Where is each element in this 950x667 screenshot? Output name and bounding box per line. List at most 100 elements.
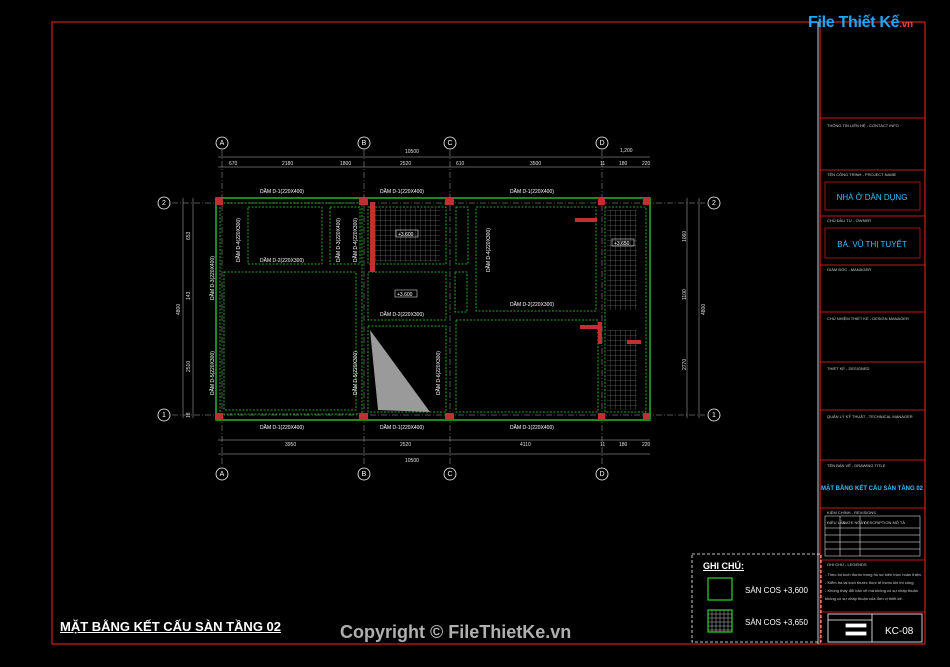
sheet-number: KC-08 <box>885 626 914 637</box>
grid-label-a-top: A <box>220 140 225 147</box>
grid-label-d-bottom: D <box>599 471 604 478</box>
tb-rev-col-2: DATE NGÀY <box>843 520 866 525</box>
beam-label-bot-2: DẦM D-1(220X400) <box>380 424 424 431</box>
tb-note-2: - Kiểm tra lại kích thước thực tế trước … <box>825 580 915 585</box>
beam-label-v3: DẦM D-5(220X300) <box>209 351 216 395</box>
title-block <box>820 117 925 613</box>
tb-label-designer: THIẾT KẾ - DESIGNED <box>827 366 869 371</box>
dim-top-9: 1,200 <box>620 148 633 154</box>
legend-swatch-plain <box>707 577 733 601</box>
tb-note-4: không có sự chấp thuận của đơn vị thiết … <box>825 596 903 601</box>
dim-left-1: 143 <box>186 291 192 300</box>
legend-swatch-hatched <box>707 609 733 633</box>
dim-right-2: 2770 <box>682 359 688 370</box>
tb-label-owner: CHỦ ĐẦU TƯ - OWNER <box>827 218 871 223</box>
dim-top-3: 2520 <box>400 161 411 167</box>
dim-right-0: 1060 <box>682 231 688 242</box>
hatched-slab-2 <box>607 210 637 310</box>
site-logo: File Thiết Kế.vn <box>808 14 913 32</box>
grid-label-1-left: 1 <box>162 412 166 419</box>
beam-label-top-1: DẦM D-1(220X400) <box>260 188 304 195</box>
copyright-watermark: Copyright © FileThietKe.vn <box>340 622 572 642</box>
tb-rev-col-1: ĐIỀU LẦN <box>827 520 846 525</box>
beam-label-mid-1: DẦM D-2(220X300) <box>260 257 304 264</box>
beam-label-v1: DẦM D-3(220X400) <box>209 256 216 300</box>
stair-opening <box>370 330 430 412</box>
grid-label-b-top: B <box>362 140 367 147</box>
logo-brand: File Thiết Kế <box>808 14 900 31</box>
dim-bottom-0: 3950 <box>285 442 296 448</box>
level-tag-2: +3.600 <box>397 292 413 298</box>
legend-item-plain: SÀN COS +3,600 <box>745 586 808 595</box>
beam-label-v4: DẦM D-3(220X400) <box>335 218 342 262</box>
dimension-lines <box>182 156 700 455</box>
tb-label-manager: GIÁM ĐỐC - MANAGER <box>827 267 871 272</box>
dim-left-4: 18 <box>186 412 192 418</box>
dim-bottom-1: 2520 <box>400 442 411 448</box>
dim-top-6: 11 <box>600 161 605 167</box>
dim-top-1: 2180 <box>282 161 293 167</box>
title-block-frame <box>819 21 926 645</box>
grid-label-d-top: D <box>599 140 604 147</box>
dim-top-8: 220 <box>642 161 651 167</box>
grid-label-c-bottom: C <box>447 471 452 478</box>
logo-suffix: .vn <box>899 19 913 30</box>
columns <box>216 198 650 420</box>
beam-label-v2: DẦM D-4(220X300) <box>235 218 242 262</box>
dim-bottom-5: 220 <box>642 442 651 448</box>
beam-label-bot-1: DẦM D-1(220X400) <box>260 424 304 431</box>
tb-label-design-manager: CHỦ NHIỆM THIẾT KẾ - DESIGN MANAGER <box>827 316 909 321</box>
grid-label-c-top: C <box>447 140 452 147</box>
beam-label-v5: DẦM D-4(220X300) <box>352 218 359 262</box>
grid-label-1-right: 1 <box>712 412 716 419</box>
beam-label-v8: DẦM D-4(220X300) <box>485 228 492 272</box>
grid-label-2-right: 2 <box>712 200 716 207</box>
plan-title: MẶT BẰNG KẾT CẤU SÀN TẦNG 02 <box>60 619 282 634</box>
dim-bottom-4: 180 <box>619 442 628 448</box>
revision-table <box>824 515 921 557</box>
slab-outline <box>215 197 651 421</box>
beam-label-top-3: DẦM D-1(220X400) <box>510 188 554 195</box>
dim-right-1: 1100 <box>682 289 688 300</box>
slab-panels <box>219 202 647 415</box>
tb-label-revision: KIỂM CHÍNH - REVISIONS <box>827 510 876 515</box>
legend-item-hatched: SÀN COS +3,650 <box>745 618 808 627</box>
tb-note-3: - Không thay đổi bản vẽ mà không có sự c… <box>825 588 918 593</box>
level-tag-1: +3.600 <box>398 232 414 238</box>
level-tag-3: +3.650 <box>614 241 630 247</box>
beam-label-v7: DẦM D-6(220X300) <box>435 351 442 395</box>
beam-label-mid-2: DẦM D-2(220X300) <box>380 311 424 318</box>
dim-left-3: 4800 <box>176 304 182 315</box>
tb-label-company: THÔNG TIN LIÊN HỆ - CONTACT INFO <box>827 123 899 128</box>
dim-top-4: 610 <box>456 161 465 167</box>
legend-box <box>691 553 822 643</box>
tb-label-drawing: TÊN BẢN VẼ - DRAWING TITLE <box>827 463 886 468</box>
beam-label-bot-3: DẦM D-1(220X400) <box>510 424 554 431</box>
sheet-box <box>827 613 923 643</box>
grid-label-a-bottom: A <box>220 471 225 478</box>
grid-label-b-bottom: B <box>362 471 367 478</box>
grid-label-2-left: 2 <box>162 200 166 207</box>
dim-left-2: 2510 <box>186 361 192 372</box>
beam-label-top-2: DẦM D-1(220X400) <box>380 188 424 195</box>
tb-label-tech: QUẢN LÝ KỸ THUẬT - TECHNICAL MANAGER <box>827 414 913 419</box>
grid-bubbles <box>157 136 721 481</box>
dim-bottom-2: 4110 <box>520 442 531 448</box>
dim-bottom-total: 10500 <box>405 458 419 464</box>
dim-top-2: 1800 <box>340 161 351 167</box>
tb-project-name: NHÀ Ở DÂN DỤNG <box>837 193 908 202</box>
legend-title: GHI CHÚ: <box>703 561 744 571</box>
dim-top-5: 3500 <box>530 161 541 167</box>
hatched-slab-1 <box>372 208 440 262</box>
tb-rev-col-3: DESCRIPTION MÔ TẢ <box>864 520 905 525</box>
dim-right-3: 4800 <box>701 304 707 315</box>
beam-label-mid-3: DẦM D-2(220X300) <box>510 301 554 308</box>
tb-note-1: - Theo bộ kích thước trong hồ sơ kiến tr… <box>825 572 922 577</box>
dim-top-7: 180 <box>619 161 628 167</box>
dim-left-0: 653 <box>186 231 192 240</box>
tb-owner-name: BÀ. VŨ THỊ TUYẾT <box>837 239 907 249</box>
tb-label-project: TÊN CÔNG TRÌNH - PROJECT NAME <box>827 172 897 177</box>
tb-label-notes: GHI CHÚ - LEGENDS <box>827 562 867 567</box>
beam-label-v6: DẦM D-5(220X300) <box>352 351 359 395</box>
